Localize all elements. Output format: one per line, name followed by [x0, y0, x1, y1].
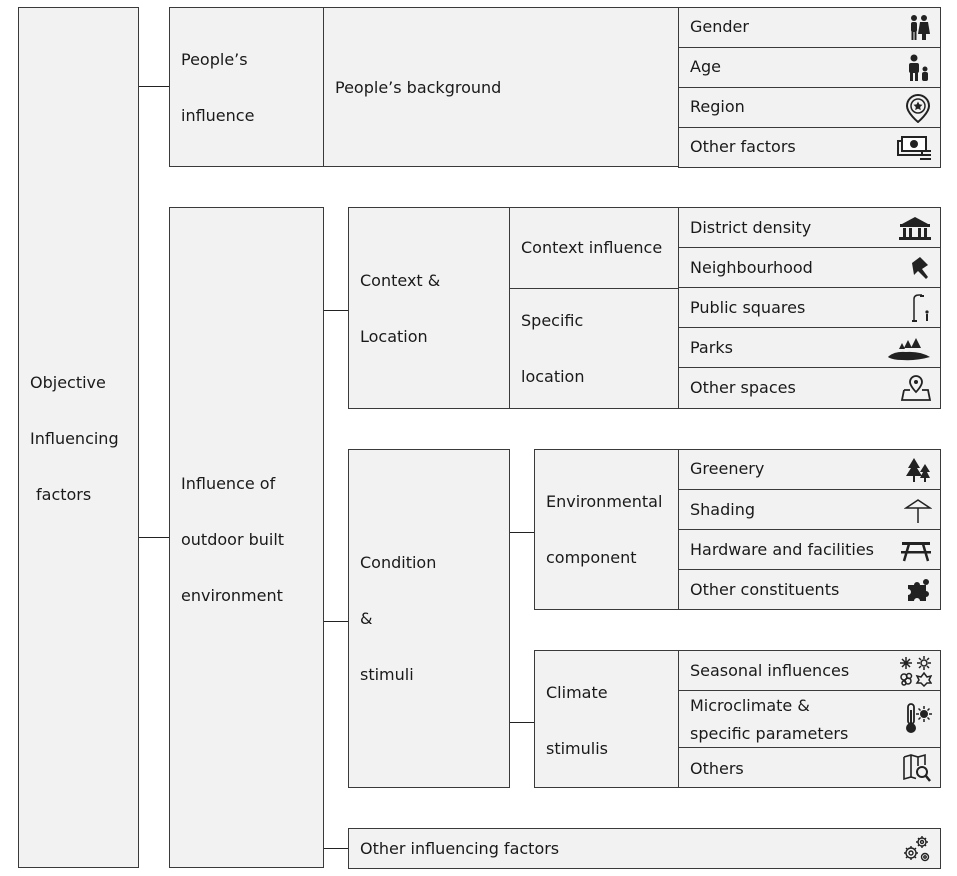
gender-row: Gender: [678, 7, 941, 48]
seasons-icon: [900, 655, 932, 687]
other-constituents-row: Other constituents: [678, 569, 941, 610]
thermometer-icon: [906, 703, 932, 733]
environmental-component-box: Environmental component: [534, 449, 679, 610]
district-density-row: District density: [678, 207, 941, 248]
environmental-line1: Environmental: [546, 492, 663, 511]
other-influencing-factors-row: Other influencing factors: [348, 828, 941, 869]
age-icon: [909, 54, 928, 81]
hardware-facilities-label: Hardware and facilities: [690, 540, 874, 559]
context-location-line2: Location: [360, 327, 428, 346]
context-location-box: Context & Location: [348, 207, 510, 409]
context-location-line1: Context &: [360, 271, 441, 290]
people-background-box: People’s background: [323, 7, 679, 167]
other-constituents-label: Other constituents: [690, 580, 840, 599]
context-influence-label: Context influence: [521, 238, 663, 257]
outdoor-environment-box: Influence of outdoor built environment: [169, 207, 324, 868]
parks-row: Parks: [678, 327, 941, 368]
other-spaces-row: Other spaces: [678, 367, 941, 409]
connector: [324, 621, 349, 622]
shading-label: Shading: [690, 500, 755, 519]
district-density-label: District density: [690, 218, 812, 237]
connector: [509, 532, 535, 533]
trees-icon: [906, 457, 930, 482]
microclimate-row: Microclimate & specific parameters: [678, 690, 941, 748]
region-label: Region: [690, 97, 745, 116]
other-influencing-factors-label: Other influencing factors: [360, 839, 560, 858]
connector: [509, 722, 535, 723]
people-title-line2: influence: [181, 106, 255, 125]
map-pin-icon: [900, 375, 932, 401]
people-influence-box: People’s influence: [169, 7, 324, 167]
connector: [324, 310, 349, 311]
seasonal-influences-label: Seasonal influences: [690, 661, 850, 680]
public-squares-row: Public squares: [678, 287, 941, 328]
other-spaces-label: Other spaces: [690, 378, 796, 397]
climate-line2: stimulis: [546, 739, 609, 758]
specific-location-box: Specific location: [509, 288, 679, 409]
map-search-icon: [903, 753, 931, 782]
public-squares-label: Public squares: [690, 298, 806, 317]
puzzle-icon: [908, 578, 929, 601]
money-icon: [897, 135, 931, 160]
condition-line2: &: [360, 609, 373, 628]
hardware-facilities-row: Hardware and facilities: [678, 529, 941, 570]
people-background-label: People’s background: [335, 78, 502, 97]
greenery-label: Greenery: [690, 459, 765, 478]
neighbourhood-row: Neighbourhood: [678, 247, 941, 288]
connector: [139, 537, 169, 538]
seasonal-influences-row: Seasonal influences: [678, 650, 941, 691]
condition-stimuli-box: Condition & stimuli: [348, 449, 510, 788]
outdoor-line1: Influence of: [181, 474, 276, 493]
streetlamp-icon: [912, 293, 929, 322]
root-box: Objective Influencing factors: [18, 7, 139, 868]
pin-icon: [912, 256, 928, 279]
others-label: Others: [690, 759, 744, 778]
outdoor-line3: environment: [181, 586, 283, 605]
microclimate-label-line2: specific parameters: [690, 724, 849, 743]
age-label: Age: [690, 57, 721, 76]
root-label-line2: Influencing: [30, 429, 119, 448]
building-icon: [899, 216, 931, 240]
root-label-line3: factors: [36, 485, 92, 504]
root-label-line1: Objective: [30, 373, 106, 392]
condition-line3: stimuli: [360, 665, 414, 684]
gender-label: Gender: [690, 17, 749, 36]
context-influence-box: Context influence: [509, 207, 679, 289]
gender-icon: [911, 14, 930, 40]
other-factors-row: Other factors: [678, 127, 941, 168]
park-icon: [888, 337, 930, 360]
environmental-line2: component: [546, 548, 637, 567]
bench-icon: [901, 541, 931, 561]
neighbourhood-label: Neighbourhood: [690, 258, 813, 277]
region-pin-icon: [905, 93, 931, 123]
people-title-line1: People’s: [181, 50, 248, 69]
climate-line1: Climate: [546, 683, 608, 702]
climate-stimulis-box: Climate stimulis: [534, 650, 679, 788]
umbrella-icon: [904, 498, 932, 523]
outdoor-line2: outdoor built: [181, 530, 285, 549]
microclimate-label: Microclimate &: [690, 696, 810, 715]
other-factors-label: Other factors: [690, 137, 796, 156]
greenery-row: Greenery: [678, 449, 941, 490]
parks-label: Parks: [690, 338, 733, 357]
region-row: Region: [678, 87, 941, 128]
specific-line2: location: [521, 367, 585, 386]
connector: [139, 86, 169, 87]
shading-row: Shading: [678, 489, 941, 530]
specific-line1: Specific: [521, 311, 584, 330]
age-row: Age: [678, 47, 941, 88]
connector: [324, 848, 349, 849]
gears-icon: [904, 835, 930, 861]
others-row: Others: [678, 747, 941, 788]
condition-line1: Condition: [360, 553, 437, 572]
